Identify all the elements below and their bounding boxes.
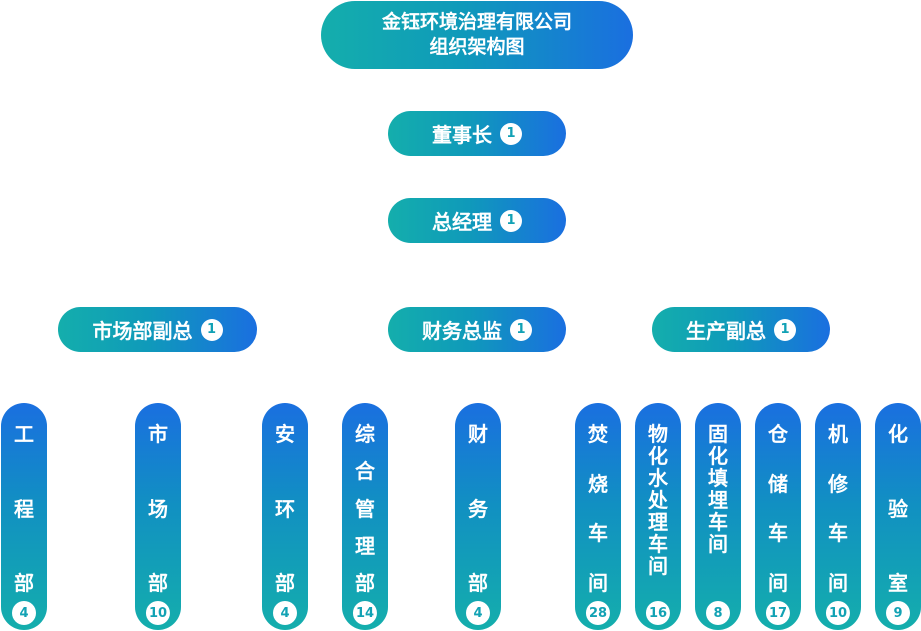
- department-name-char: 部: [468, 571, 488, 595]
- department-name-char: 处: [648, 488, 668, 512]
- count-badge: 10: [145, 601, 171, 625]
- node-label: 市场部副总: [92, 319, 193, 343]
- department-name-char: 水: [648, 466, 668, 490]
- department-name-char: 间: [708, 532, 728, 556]
- department-name: 财务部: [455, 423, 501, 594]
- count-badge: 1: [200, 318, 223, 341]
- department-name-char: 埋: [708, 488, 728, 512]
- department-name-char: 间: [648, 554, 668, 578]
- department-name-char: 工: [14, 422, 34, 446]
- department-name-char: 部: [14, 571, 34, 595]
- department-column: 机修车间 10: [815, 403, 861, 630]
- department-column: 焚烧车间 28: [575, 403, 621, 630]
- department-name-char: 程: [14, 496, 34, 521]
- department-name: 综合管理部: [342, 423, 388, 594]
- department-name-char: 车: [588, 521, 608, 546]
- department-column: 工程部 4: [1, 403, 47, 630]
- department-name-char: 车: [828, 521, 848, 546]
- department-name-char: 间: [768, 570, 788, 595]
- department-name: 安环部: [262, 423, 308, 594]
- department-name-char: 仓: [768, 422, 788, 446]
- department-name-char: 焚: [588, 422, 608, 446]
- department-name-char: 安: [275, 422, 295, 446]
- department-name-char: 验: [888, 496, 908, 521]
- department-name-char: 合: [355, 459, 375, 484]
- count-badge: 16: [645, 601, 671, 625]
- department-name-char: 填: [708, 466, 728, 490]
- department-name: 机修车间: [815, 423, 861, 594]
- department-name-char: 市: [148, 422, 168, 446]
- department-name-char: 室: [888, 571, 908, 595]
- count-badge: 4: [12, 601, 36, 625]
- chart-subtitle: 组织架构图: [429, 36, 525, 58]
- department-column: 市场部 10: [135, 403, 181, 630]
- department-name-char: 部: [148, 571, 168, 595]
- department-name-char: 机: [828, 422, 848, 446]
- count-badge: 1: [510, 318, 532, 341]
- department-name-char: 烧: [588, 471, 608, 496]
- chart-title: 金钰环境治理有限公司 组织架构图: [321, 1, 633, 69]
- department-name-char: 物: [648, 422, 668, 446]
- department-name-char: 化: [648, 444, 668, 468]
- department-name-char: 场: [148, 496, 168, 521]
- department-name-char: 储: [768, 471, 788, 496]
- count-badge: 28: [585, 601, 611, 625]
- department-name-char: 间: [588, 570, 608, 595]
- department-name-char: 管: [355, 496, 375, 521]
- node-label: 财务总监: [422, 319, 502, 343]
- node-label: 生产副总: [686, 319, 766, 343]
- department-column: 安环部 4: [262, 403, 308, 630]
- department-name-char: 财: [468, 422, 488, 446]
- department-name-char: 部: [275, 571, 295, 595]
- department-column: 综合管理部 14: [342, 403, 388, 630]
- department-name: 工程部: [1, 423, 47, 594]
- count-badge: 9: [886, 601, 910, 625]
- department-column: 固化填埋车间 8: [695, 403, 741, 630]
- count-badge: 17: [765, 601, 791, 625]
- department-name-char: 修: [828, 471, 848, 496]
- count-badge: 1: [500, 209, 522, 232]
- department-name-char: 务: [468, 496, 488, 521]
- node-vp-market: 市场部副总 1: [58, 307, 257, 352]
- count-badge: 10: [825, 601, 851, 625]
- department-name: 化验室: [875, 423, 921, 594]
- department-name-char: 间: [828, 570, 848, 595]
- count-badge: 1: [500, 122, 522, 145]
- department-name-char: 综: [355, 422, 375, 446]
- department-name: 市场部: [135, 423, 181, 594]
- department-name-char: 车: [708, 510, 728, 534]
- node-label: 董事长: [432, 123, 492, 147]
- node-vp-production: 生产副总 1: [652, 307, 830, 352]
- count-badge: 8: [706, 601, 730, 625]
- node-finance-director: 财务总监 1: [388, 307, 566, 352]
- department-column: 物化水处理车间 16: [635, 403, 681, 630]
- department-name: 仓储车间: [755, 423, 801, 594]
- department-name-char: 化: [708, 444, 728, 468]
- department-column: 仓储车间 17: [755, 403, 801, 630]
- count-badge: 4: [466, 601, 490, 625]
- company-name: 金钰环境治理有限公司: [381, 11, 572, 33]
- department-name: 焚烧车间: [575, 423, 621, 594]
- department-name: 固化填埋车间: [695, 423, 741, 594]
- count-badge: 4: [273, 601, 297, 625]
- department-name-char: 环: [275, 496, 295, 521]
- count-badge: 14: [352, 601, 378, 625]
- department-column: 财务部 4: [455, 403, 501, 630]
- department-name-char: 车: [648, 532, 668, 556]
- department-name-char: 车: [768, 521, 788, 546]
- node-label: 总经理: [432, 210, 492, 234]
- department-name: 物化水处理车间: [635, 423, 681, 594]
- department-name-char: 理: [648, 510, 668, 534]
- department-column: 化验室 9: [875, 403, 921, 630]
- count-badge: 1: [774, 318, 796, 341]
- department-name-char: 理: [355, 533, 375, 558]
- department-name-char: 部: [355, 571, 375, 595]
- department-name-char: 化: [888, 422, 908, 446]
- node-general-manager: 总经理 1: [388, 198, 566, 243]
- department-name-char: 固: [708, 422, 728, 446]
- node-chairman: 董事长 1: [388, 111, 566, 156]
